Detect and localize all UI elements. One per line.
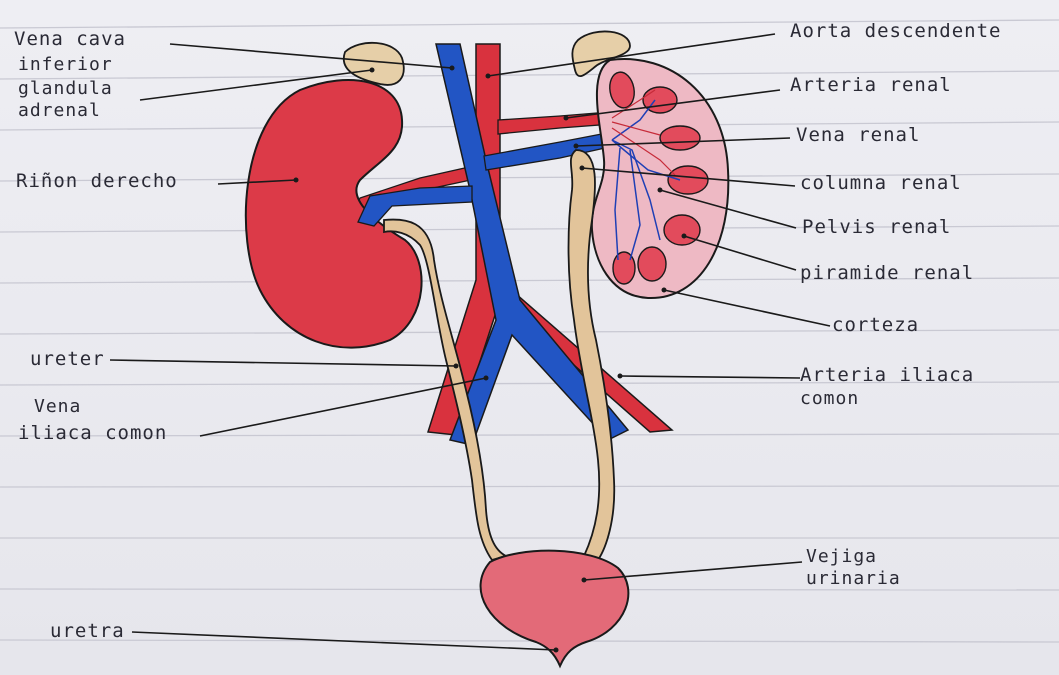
label-vena-cava-inferior: inferior: [18, 54, 113, 76]
label-vena-cava: Vena cava: [14, 28, 126, 50]
label-aorta: Aorta descendente: [790, 20, 1001, 42]
label-arteria-iliaca: Arteria iliaca: [800, 364, 974, 386]
label-uretra: uretra: [50, 620, 125, 642]
label-piramide-renal: piramide renal: [800, 262, 974, 284]
renal-artery-left: [498, 112, 612, 134]
label-arteria-iliaca-comon: comon: [800, 388, 859, 410]
renal-vein-right: [358, 186, 472, 226]
label-vena-iliaca-comon: iliaca comon: [18, 422, 167, 444]
label-corteza: corteza: [832, 314, 919, 336]
label-pelvis-renal: Pelvis renal: [802, 216, 951, 238]
label-glandula: glandula: [18, 78, 113, 100]
renal-vein-left: [484, 132, 614, 170]
label-vena-renal: Vena renal: [796, 124, 920, 146]
label-arteria-renal: Arteria renal: [790, 74, 952, 96]
label-vejiga-urinaria: urinaria: [806, 568, 901, 590]
label-columna-renal: columna renal: [800, 172, 962, 194]
right-kidney: [246, 80, 422, 348]
label-ureter: ureter: [30, 348, 105, 370]
label-rinon-derecho: Riñon derecho: [16, 170, 178, 192]
label-glandula-adrenal: adrenal: [18, 100, 101, 122]
label-vejiga: Vejiga: [806, 546, 877, 568]
label-vena-iliaca: Vena: [34, 396, 81, 418]
